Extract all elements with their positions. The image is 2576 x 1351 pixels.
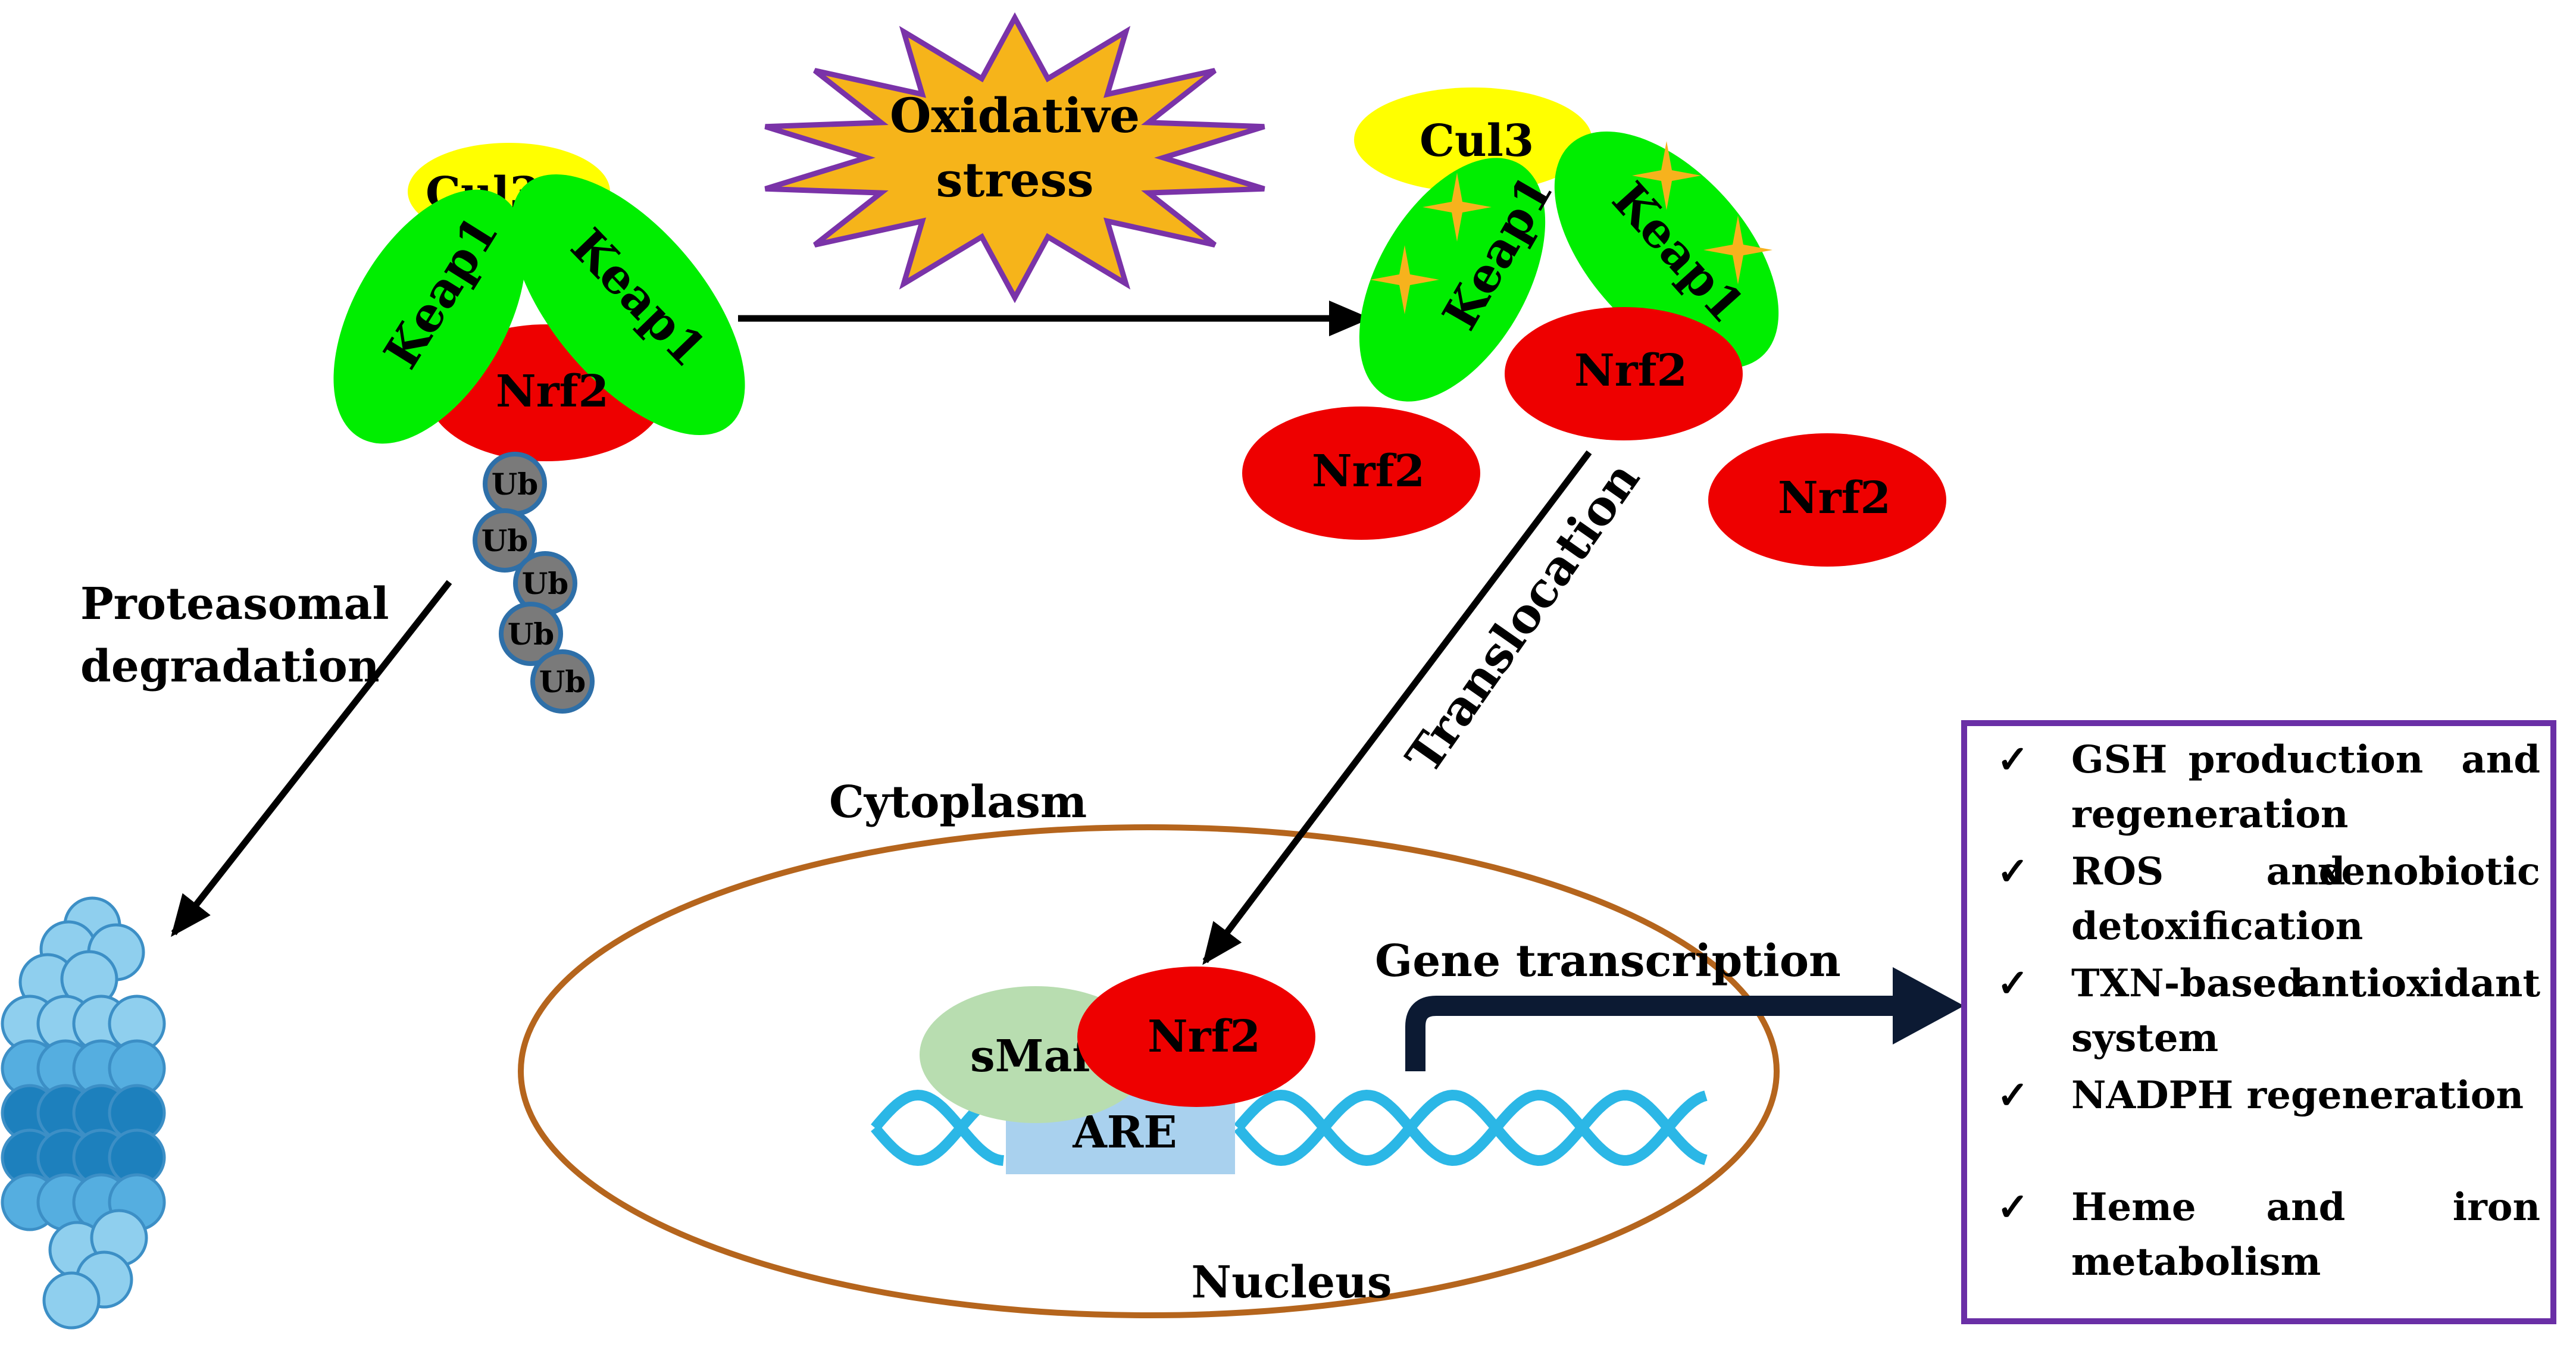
check-icon: ✓	[1997, 961, 2029, 1006]
ub-1: Ub	[483, 452, 547, 516]
dna-strand	[1234, 1089, 1708, 1167]
cytoplasm-label: Cytoplasm	[829, 777, 1087, 828]
ubiquitin-chain: Ub Ub Ub Ub Ub	[473, 452, 595, 714]
proteasomal-label-line1: Proteasomal	[80, 578, 389, 630]
nrf2-free-left-label: Nrf2	[1312, 446, 1425, 497]
dna-strand	[871, 1089, 1004, 1166]
outcome-word: iron	[2453, 1185, 2540, 1230]
star-icon	[1423, 173, 1492, 242]
star-icon	[1703, 215, 1772, 284]
right-complex: Cul3 Keap1 Keap1 Nrf2 Nrf2 Nrf2	[1242, 87, 1946, 567]
check-icon: ✓	[1997, 737, 2029, 782]
left-complex: Cul3 Keap1 Keap1 Nrf2 Ub Ub Ub Ub	[333, 143, 745, 714]
svg-text:Ub: Ub	[508, 617, 555, 652]
outcome-line2: detoxification	[2071, 904, 2363, 949]
proteasomal-label-line2: degradation	[80, 641, 380, 692]
oxidation-stars	[1370, 141, 1772, 314]
stress-line2: stress	[936, 152, 1093, 208]
smaf-label: sMaf	[970, 1031, 1094, 1082]
outcome-line1: NADPH regeneration	[2071, 1073, 2524, 1118]
outcome-word: and	[2266, 1185, 2346, 1230]
outcome-item: ✓ Heme and iron metabolism	[1997, 1185, 2540, 1284]
ub-2: Ub	[473, 508, 537, 573]
outcome-word: TXN-based	[2071, 961, 2303, 1006]
outcome-line2: system	[2071, 1016, 2218, 1061]
translocation-arrow	[1202, 450, 1592, 965]
nrf2-nuclear	[1077, 967, 1315, 1107]
svg-text:Ub: Ub	[539, 664, 586, 699]
degradation-arrow	[171, 580, 452, 937]
are-label: ARE	[1072, 1107, 1177, 1158]
dna-strand	[1234, 1089, 1708, 1167]
outcome-word: and	[2266, 849, 2346, 894]
svg-text:Ub: Ub	[482, 523, 529, 558]
ub-3: Ub	[513, 551, 577, 615]
cul3-right-label: Cul3	[1420, 115, 1534, 167]
stress-line1: Oxidative	[890, 87, 1140, 143]
ub-4: Ub	[499, 602, 563, 666]
nrf2-left-label: Nrf2	[496, 366, 609, 417]
svg-text:Ub: Ub	[522, 566, 569, 601]
nucleus-label: Nucleus	[1191, 1257, 1392, 1308]
outcome-word: xenobiotic	[2318, 849, 2540, 894]
keap1-left-arm	[333, 189, 526, 444]
outcome-word: and	[2461, 737, 2540, 782]
oxidative-stress-burst: Oxidative stress	[764, 12, 1265, 304]
outcome-word: ROS	[2071, 849, 2164, 894]
keap1-right-complex-right-arm	[1554, 131, 1779, 369]
nrf2-bound-right	[1505, 307, 1743, 440]
gene-transcription-arrow	[1405, 996, 1899, 1071]
nrf2-free-right-label: Nrf2	[1778, 473, 1891, 524]
nrf2-free-right	[1708, 433, 1946, 567]
outcomes-box	[1961, 720, 2556, 1324]
outcome-word: Heme	[2071, 1185, 2196, 1230]
outcome-item: ✓ NADPH regeneration	[1997, 1073, 2524, 1118]
nrf2-bound-right-label: Nrf2	[1574, 345, 1687, 396]
proteasome-subunit	[42, 1271, 101, 1330]
check-icon: ✓	[1997, 849, 2029, 894]
keap1-right-complex-left-arm	[1359, 158, 1546, 402]
cul3-right	[1354, 87, 1592, 192]
check-icon: ✓	[1997, 1073, 2029, 1118]
ub-5: Ub	[530, 649, 595, 714]
outcome-line2: regeneration	[2071, 792, 2348, 837]
outcome-word: production	[2189, 737, 2424, 782]
keap1-right-arm	[511, 174, 745, 436]
nucleus-membrane	[518, 824, 1780, 1318]
star-icon	[1632, 141, 1701, 210]
check-icon: ✓	[1997, 1185, 2029, 1230]
outcome-line2: metabolism	[2071, 1240, 2321, 1284]
outcome-item: ✓ GSH production and regeneration	[1997, 737, 2540, 837]
outcome-word: GSH	[2071, 737, 2167, 782]
proteasome-icon	[1, 896, 166, 1330]
nrf2-free-left	[1242, 406, 1480, 540]
gene-transcription-label: Gene transcription	[1375, 936, 1841, 987]
svg-text:Ub: Ub	[492, 467, 539, 502]
nrf2-nuclear-label: Nrf2	[1148, 1011, 1261, 1062]
stress-burst-shape	[764, 12, 1265, 304]
outcome-word: antioxidant	[2297, 961, 2541, 1006]
star-icon	[1370, 245, 1439, 314]
gene-transcription-arrowhead	[1893, 967, 1964, 1044]
